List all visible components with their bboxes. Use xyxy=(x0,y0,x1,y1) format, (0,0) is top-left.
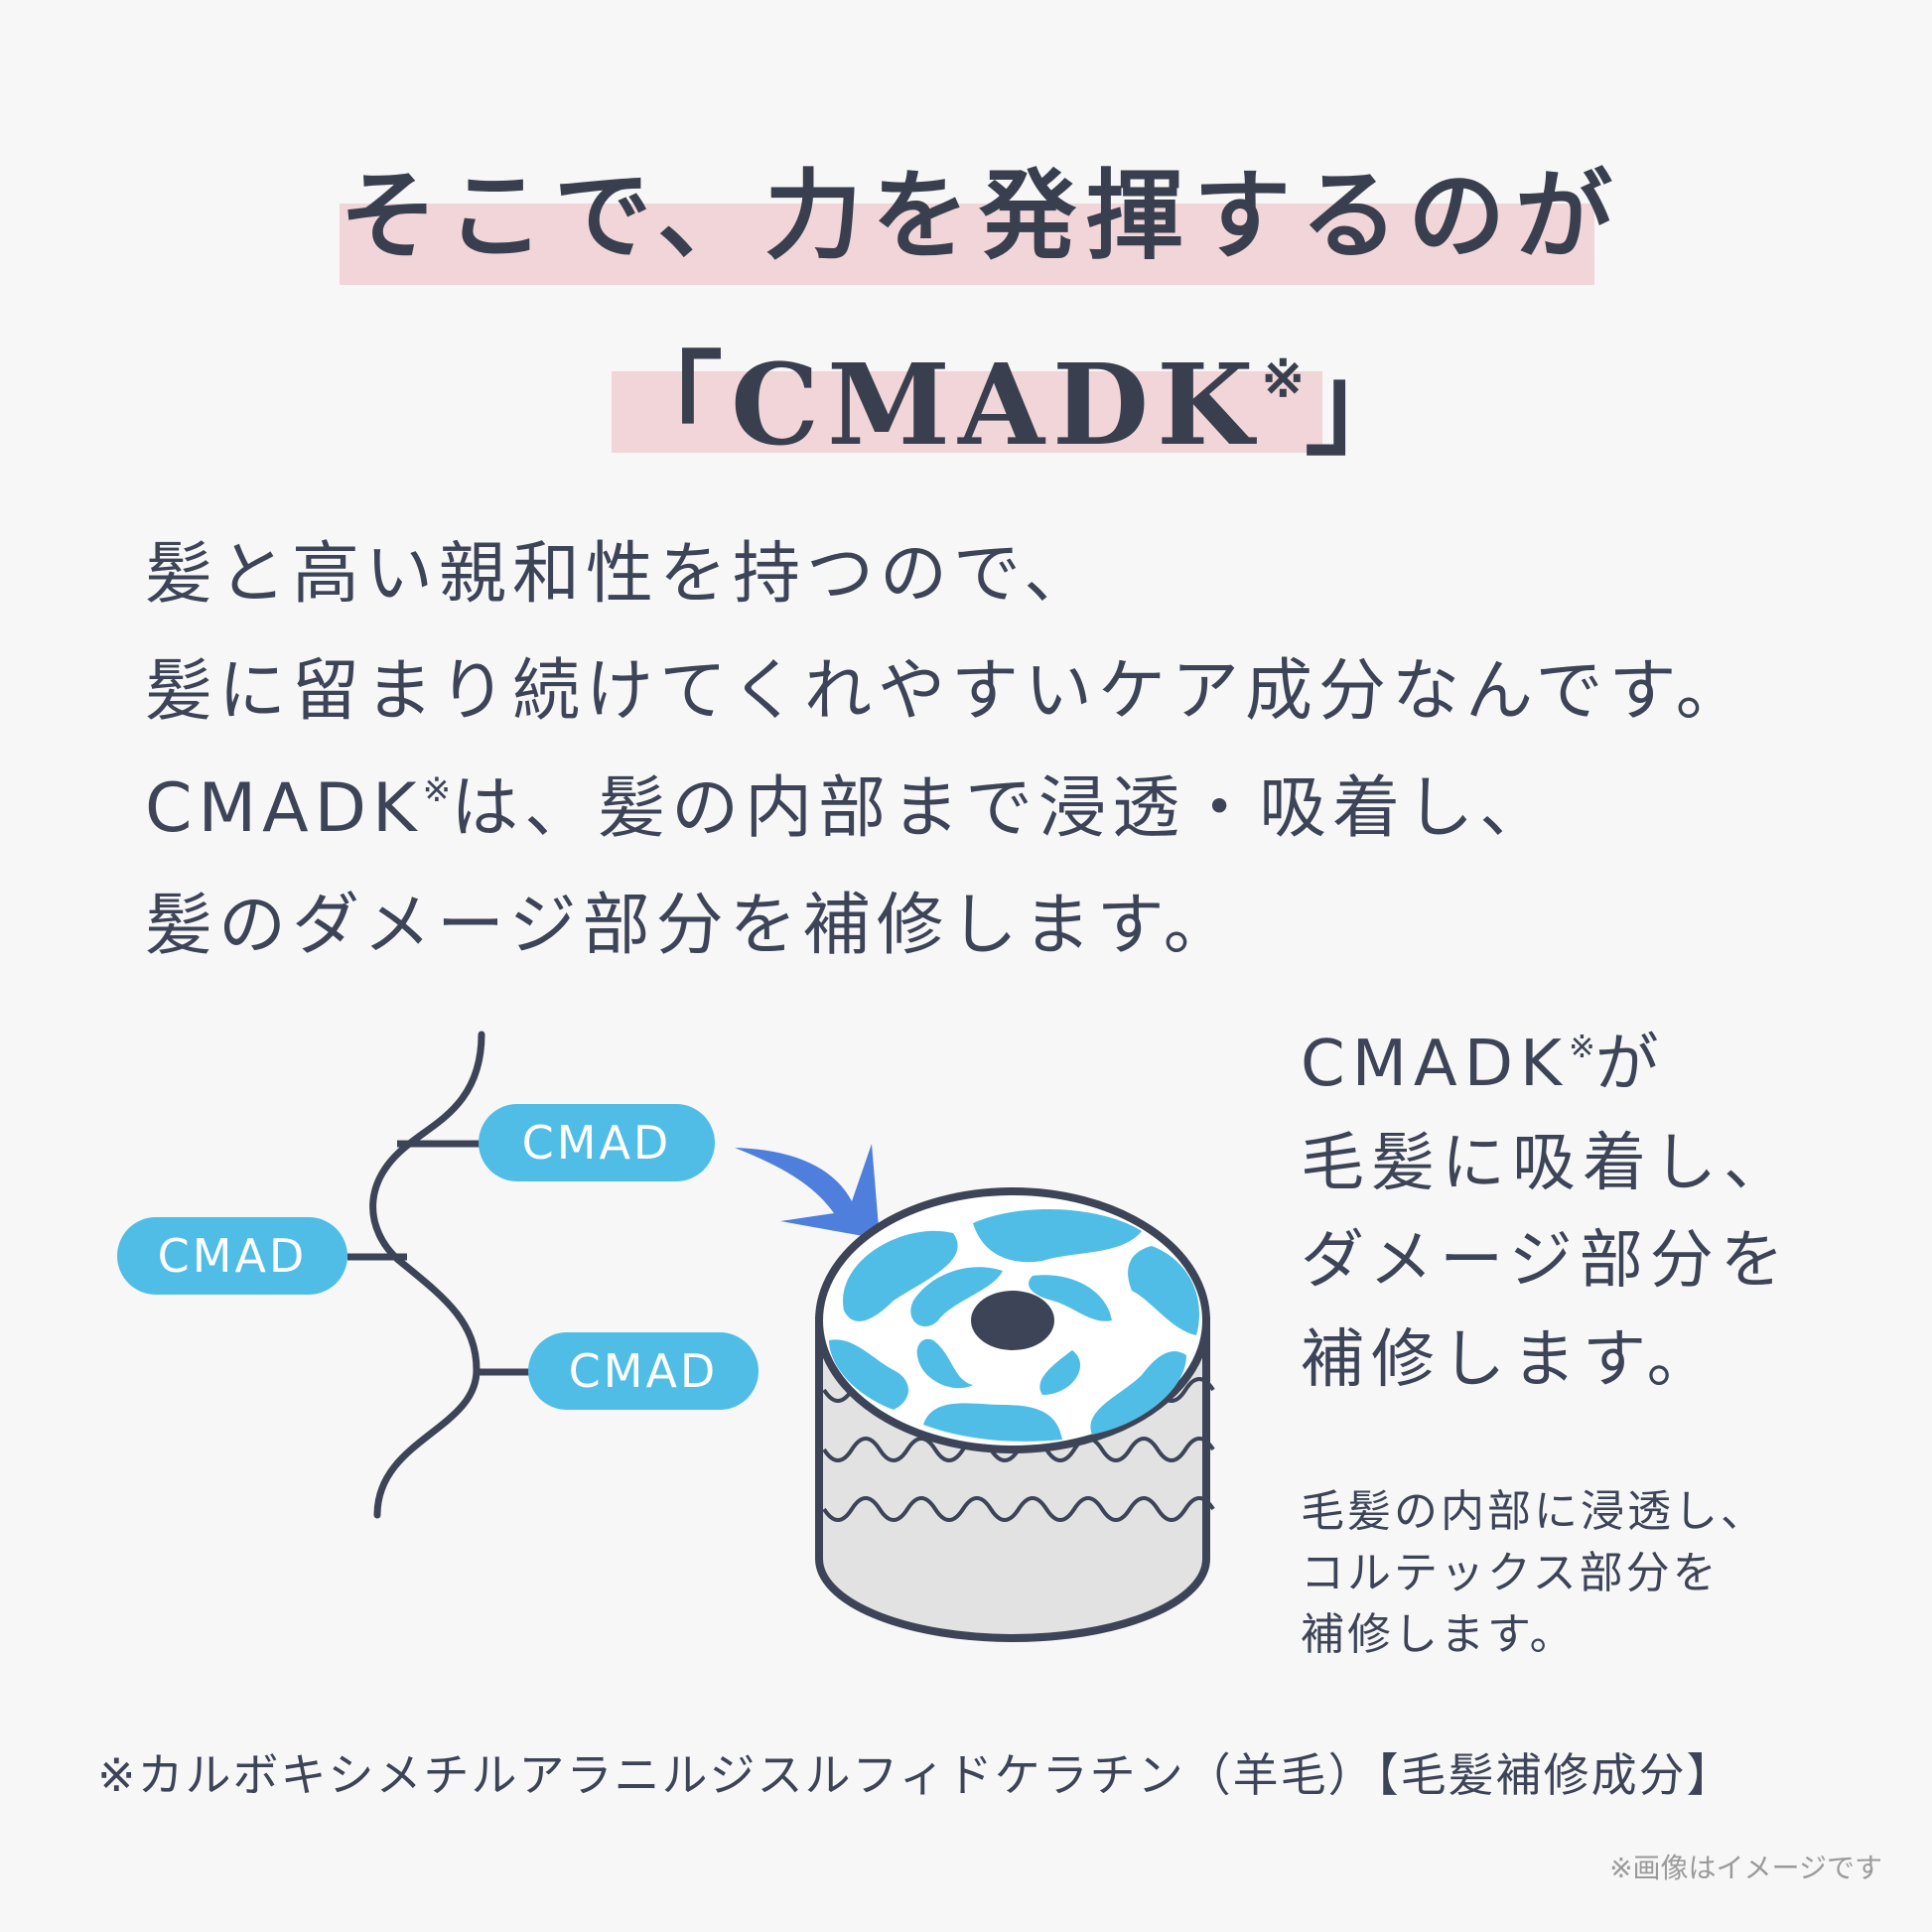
pill-cmad-top: CMAD xyxy=(479,1104,715,1181)
body-mark: ※ xyxy=(422,770,452,810)
side-line-2: 毛髪に吸着し、 xyxy=(1301,1127,1794,1200)
side-line-1: CMADK※が xyxy=(1301,1013,1666,1104)
image-note: ※画像はイメージです xyxy=(1609,1852,1882,1884)
pill-cmad-left: CMAD xyxy=(117,1217,347,1295)
side-line-3: ダメージ部分を xyxy=(1301,1224,1791,1298)
body-line-3-rest: は、髪の内部まで浸透・吸着し、 xyxy=(451,769,1554,848)
body-cmadk: CMADK xyxy=(145,769,423,848)
body-line-4: 髪のダメージ部分を補修します。 xyxy=(145,887,1237,965)
cmad-hair-diagram xyxy=(347,1031,1215,1642)
side-line-4: 補修します。 xyxy=(1301,1323,1718,1397)
title-line2-highlight xyxy=(612,371,1322,453)
title-mark: ※ xyxy=(1261,348,1306,409)
title-line2: 「CMADK※」 xyxy=(612,316,1416,477)
branch-stem xyxy=(369,1031,485,1519)
arrow-icon xyxy=(735,1144,880,1239)
hair-cross-section xyxy=(815,1187,1215,1642)
side-mark: ※ xyxy=(1568,1028,1595,1065)
side-cmadk: CMADK xyxy=(1301,1028,1569,1101)
side-sub-3: 補修します。 xyxy=(1301,1609,1577,1660)
body-line-2: 髪に留まり続けてくれやすいケア成分なんです。 xyxy=(145,652,1749,731)
side-sub-1: 毛髪の内部に浸透し、 xyxy=(1301,1486,1767,1537)
pill-cmad-bottom: CMAD xyxy=(528,1332,759,1410)
side-sub-2: コルテックス部分を xyxy=(1301,1548,1720,1598)
title-cmadk: 「CMADK xyxy=(612,341,1262,471)
side-line-1-rest: が xyxy=(1594,1028,1666,1101)
body-line-3: CMADK※は、髪の内部まで浸透・吸着し、 xyxy=(145,753,1553,851)
footnote: ※カルボキシメチルアラニルジスルフィドケラチン（羊毛）【毛髪補修成分】 xyxy=(97,1748,1734,1802)
body-line-1: 髪と高い親和性を持つので、 xyxy=(145,535,1098,614)
title-line1-highlight xyxy=(340,204,1594,285)
title-line1: そこで、力を発揮するのが xyxy=(340,160,1623,273)
title-close-bracket: 」 xyxy=(1305,341,1425,471)
